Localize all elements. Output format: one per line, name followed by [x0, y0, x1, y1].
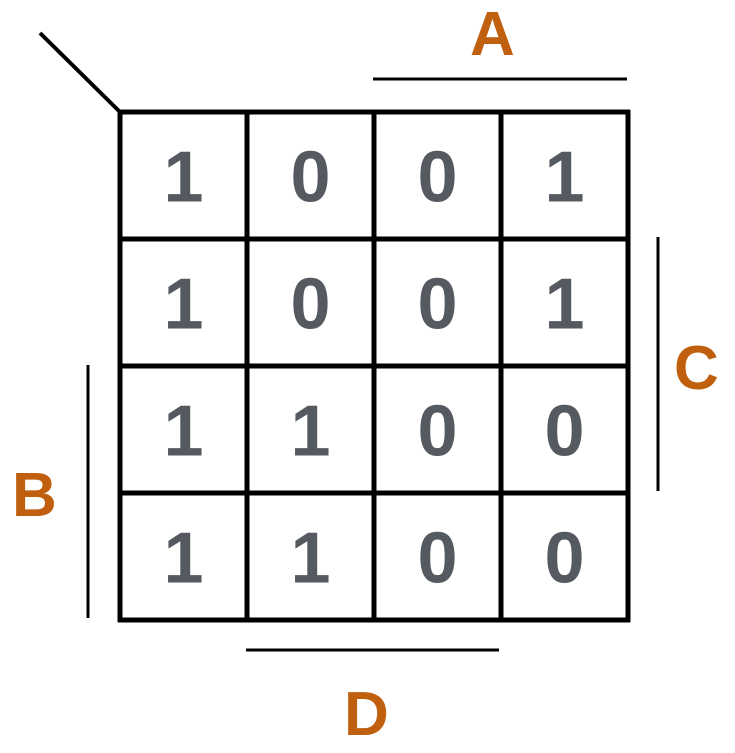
kmap-cell-value: 0: [290, 138, 330, 218]
kmap-cell-value: 0: [290, 265, 330, 345]
kmap-cell-value: 1: [163, 138, 203, 218]
kmap-cell-value: 1: [163, 392, 203, 472]
label-b: B: [12, 461, 57, 530]
kmap-cell-value: 1: [544, 265, 584, 345]
kmap-cell-value: 1: [290, 519, 330, 599]
kmap-cell-value: 0: [417, 392, 457, 472]
cell-values: 1 0 0 1 1 0 0 1 1 1 0 0 1 1 0 0: [163, 138, 584, 599]
kmap-cell-value: 0: [417, 265, 457, 345]
corner-diagonal-line: [38, 31, 122, 114]
label-d: D: [344, 680, 389, 749]
kmap-cell-value: 1: [163, 265, 203, 345]
kmap-cell-value: 0: [417, 519, 457, 599]
kmap-cell-value: 1: [290, 392, 330, 472]
kmap-cell-value: 1: [544, 138, 584, 218]
grid-lines: [117, 109, 631, 623]
label-c: C: [674, 334, 719, 403]
label-a: A: [470, 0, 515, 69]
kmap-cell-value: 0: [544, 392, 584, 472]
kmap-cell-value: 0: [544, 519, 584, 599]
kmap-cell-value: 0: [417, 138, 457, 218]
kmap-cell-value: 1: [163, 519, 203, 599]
